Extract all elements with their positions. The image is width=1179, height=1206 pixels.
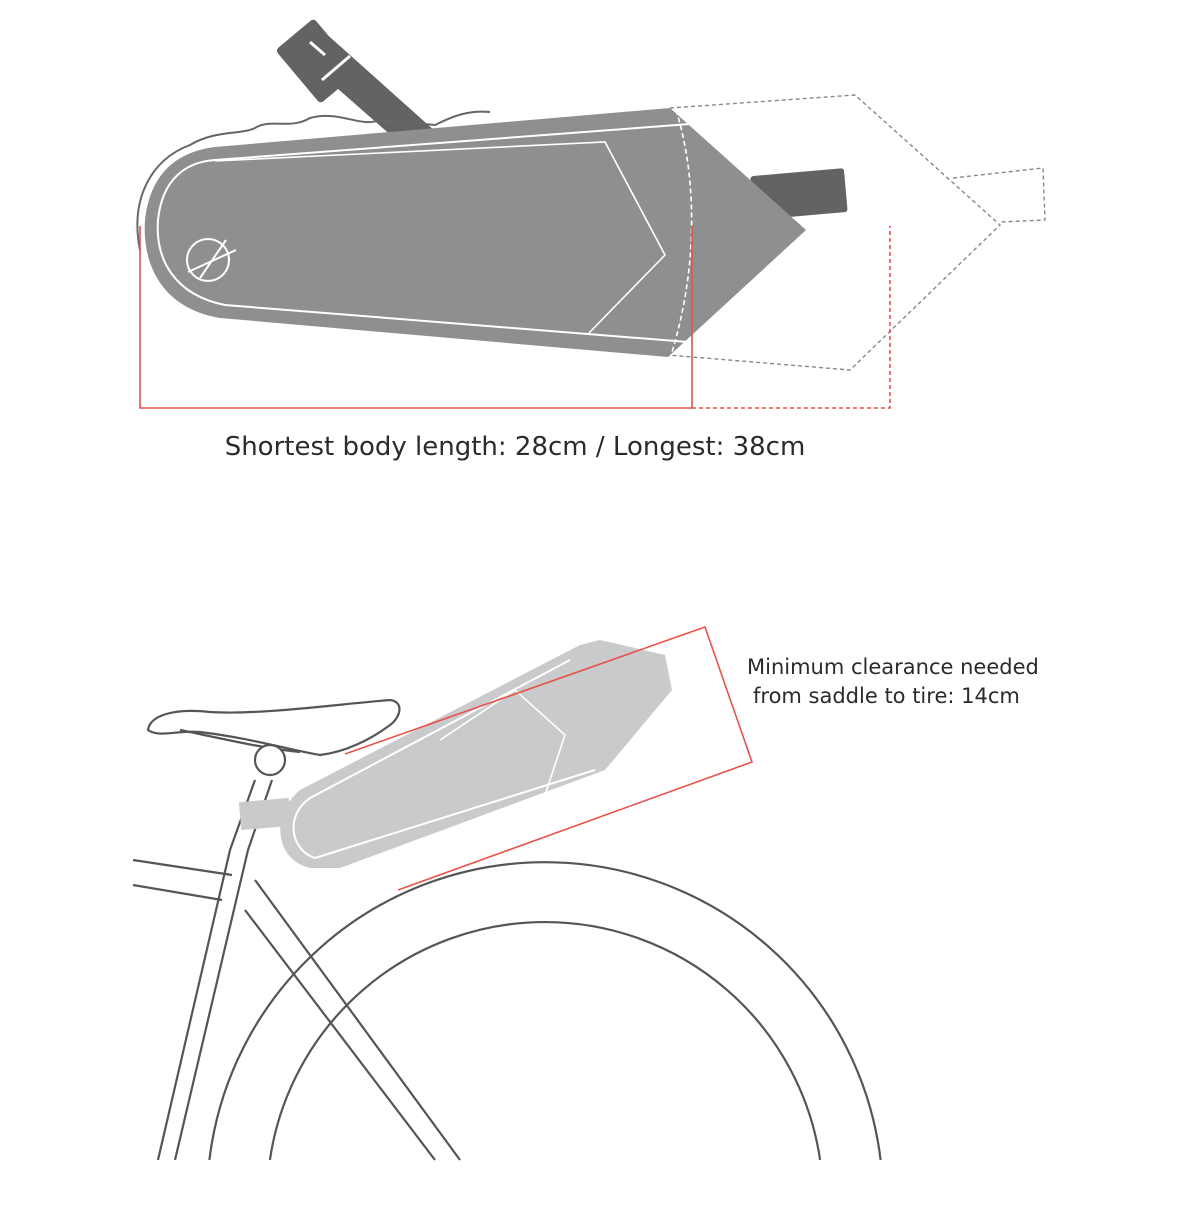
- clearance-caption-line2: from saddle to tire: 14cm: [753, 684, 1020, 708]
- bag-mounted: [238, 640, 672, 868]
- rear-tire-inner: [268, 920, 822, 1161]
- bag-top-view: [136, 19, 1046, 371]
- length-measure: [139, 226, 891, 409]
- brand-logo-icon: [186, 238, 237, 282]
- saddle: [146, 698, 401, 757]
- compression-cord: [136, 110, 491, 251]
- bag-body: [144, 108, 806, 357]
- extended-outline: [667, 94, 1046, 371]
- top-strap: [276, 19, 445, 152]
- bag-pocket: [214, 141, 666, 335]
- rear-tire-outer: [208, 861, 882, 1161]
- clearance-measure: [344, 625, 754, 891]
- clearance-caption-line1: Minimum clearance needed: [747, 655, 1039, 679]
- length-caption: Shortest body length: 28cm / Longest: 38…: [225, 432, 806, 462]
